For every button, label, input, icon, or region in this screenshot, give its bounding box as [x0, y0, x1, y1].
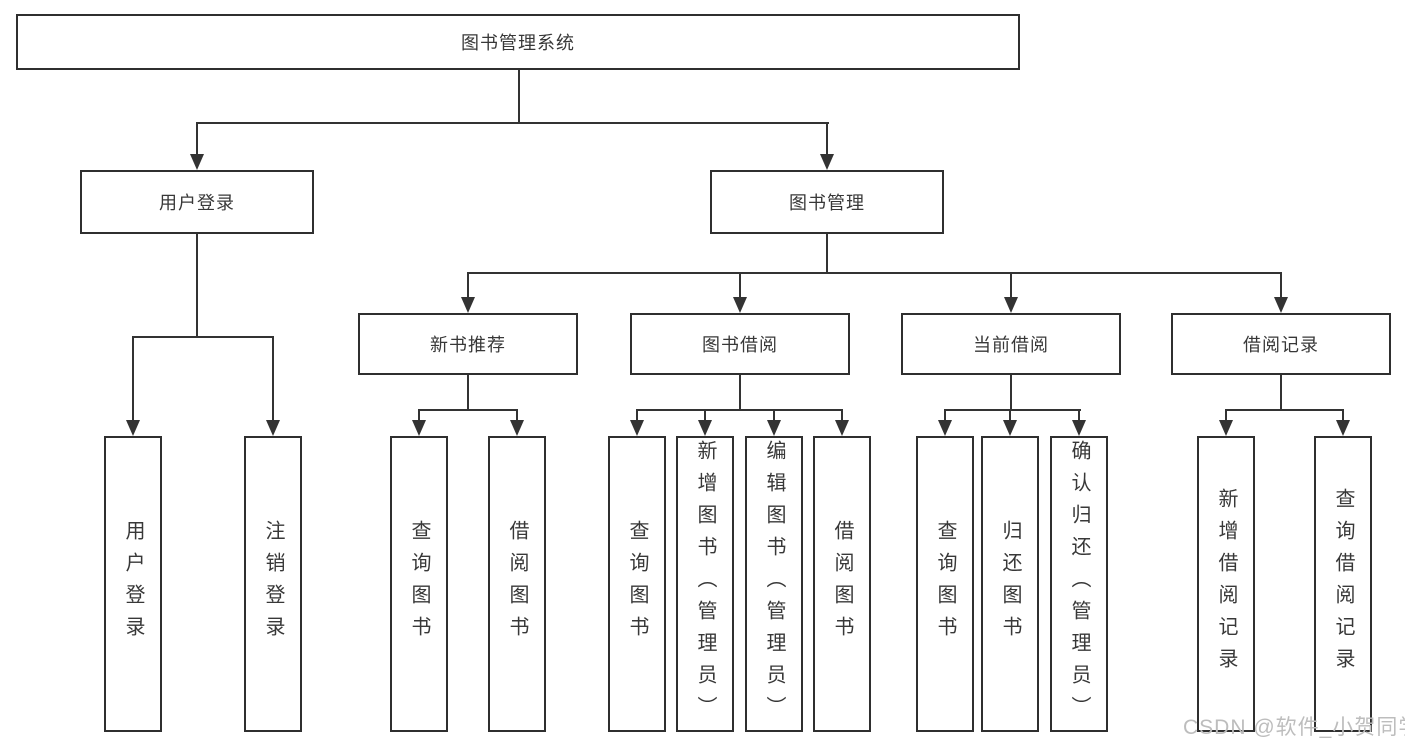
connector-line — [196, 122, 198, 156]
arrowhead — [1003, 420, 1017, 436]
connector-line — [467, 375, 469, 411]
leaf-label: 借阅图书 — [831, 520, 853, 648]
leaf-label: 编辑图书（管理员） — [763, 440, 785, 728]
connector-line — [1010, 375, 1012, 411]
connector-line — [1342, 409, 1344, 422]
node-label: 借阅记录 — [1243, 335, 1319, 355]
arrowhead — [1072, 420, 1086, 436]
node-label: 新书推荐 — [430, 335, 506, 355]
arrowhead — [266, 420, 280, 436]
arrowhead — [510, 420, 524, 436]
leaf-logout: 注销登录 — [244, 436, 302, 732]
leaf-label: 查询图书 — [626, 520, 648, 648]
connector-line — [196, 122, 829, 124]
arrowhead — [1219, 420, 1233, 436]
connector-line — [516, 409, 518, 422]
leaf-label: 归还图书 — [999, 520, 1021, 648]
connector-line — [739, 375, 741, 411]
leaf-label: 查询图书 — [934, 520, 956, 648]
connector-line — [841, 409, 843, 422]
arrowhead — [835, 420, 849, 436]
connector-line — [418, 409, 518, 411]
node-label: 图书管理系统 — [461, 33, 575, 53]
node-book-management: 图书管理 — [710, 170, 944, 234]
arrowhead — [412, 420, 426, 436]
node-book-borrow: 图书借阅 — [630, 313, 850, 375]
connector-line — [773, 409, 775, 422]
connector-line — [704, 409, 706, 422]
leaf-query-books-borrow: 查询图书 — [608, 436, 666, 732]
connector-line — [636, 409, 843, 411]
node-label: 当前借阅 — [973, 335, 1049, 355]
leaf-edit-book-admin: 编辑图书（管理员） — [745, 436, 803, 732]
arrowhead — [938, 420, 952, 436]
connector-line — [1225, 409, 1227, 422]
leaf-query-borrow-record: 查询借阅记录 — [1314, 436, 1372, 732]
connector-line — [196, 234, 198, 338]
leaf-label: 查询图书 — [408, 520, 430, 648]
connector-line — [944, 409, 946, 422]
leaf-label: 新增图书（管理员） — [694, 440, 716, 728]
leaf-label: 新增借阅记录 — [1215, 488, 1237, 680]
connector-line — [132, 336, 274, 338]
node-borrow-records: 借阅记录 — [1171, 313, 1391, 375]
arrowhead — [126, 420, 140, 436]
connector-line — [826, 234, 828, 274]
connector-line — [739, 272, 741, 299]
connector-line — [418, 409, 420, 422]
arrowhead — [630, 420, 644, 436]
connector-line — [272, 336, 274, 422]
arrowhead — [698, 420, 712, 436]
connector-line — [467, 272, 1282, 274]
connector-line — [1280, 272, 1282, 299]
leaf-query-books-recommend: 查询图书 — [390, 436, 448, 732]
leaf-query-books-current: 查询图书 — [916, 436, 974, 732]
leaf-borrow-books-recommend: 借阅图书 — [488, 436, 546, 732]
arrowhead — [1004, 297, 1018, 313]
node-label: 用户登录 — [159, 193, 235, 213]
connector-line — [1010, 272, 1012, 299]
connector-line — [132, 336, 134, 422]
leaf-add-borrow-record: 新增借阅记录 — [1197, 436, 1255, 732]
connector-line — [636, 409, 638, 422]
arrowhead — [1336, 420, 1350, 436]
connector-line — [1280, 375, 1282, 411]
node-current-borrow: 当前借阅 — [901, 313, 1121, 375]
leaf-label: 用户登录 — [122, 520, 144, 648]
leaf-add-book-admin: 新增图书（管理员） — [676, 436, 734, 732]
connector-line — [1225, 409, 1344, 411]
leaf-borrow-books: 借阅图书 — [813, 436, 871, 732]
leaf-label: 借阅图书 — [506, 520, 528, 648]
leaf-user-login: 用户登录 — [104, 436, 162, 732]
connector-line — [467, 272, 469, 299]
csdn-watermark: CSDN @软件_小贺同学 — [1183, 716, 1405, 739]
node-user-login: 用户登录 — [80, 170, 314, 234]
arrowhead — [767, 420, 781, 436]
node-label: 图书借阅 — [702, 335, 778, 355]
node-root: 图书管理系统 — [16, 14, 1020, 70]
arrowhead — [190, 154, 204, 170]
connector-line — [826, 122, 828, 156]
arrowhead — [461, 297, 475, 313]
node-new-book-recommend: 新书推荐 — [358, 313, 578, 375]
connector-line — [518, 70, 520, 124]
arrowhead — [820, 154, 834, 170]
leaf-return-book: 归还图书 — [981, 436, 1039, 732]
leaf-label: 查询借阅记录 — [1332, 488, 1354, 680]
leaf-label: 确认归还（管理员） — [1068, 440, 1090, 728]
leaf-label: 注销登录 — [262, 520, 284, 648]
arrowhead — [733, 297, 747, 313]
leaf-confirm-return-admin: 确认归还（管理员） — [1050, 436, 1108, 732]
connector-line — [1078, 409, 1080, 422]
arrowhead — [1274, 297, 1288, 313]
connector-line — [1009, 409, 1011, 422]
connector-line — [944, 409, 1081, 411]
node-label: 图书管理 — [789, 193, 865, 213]
